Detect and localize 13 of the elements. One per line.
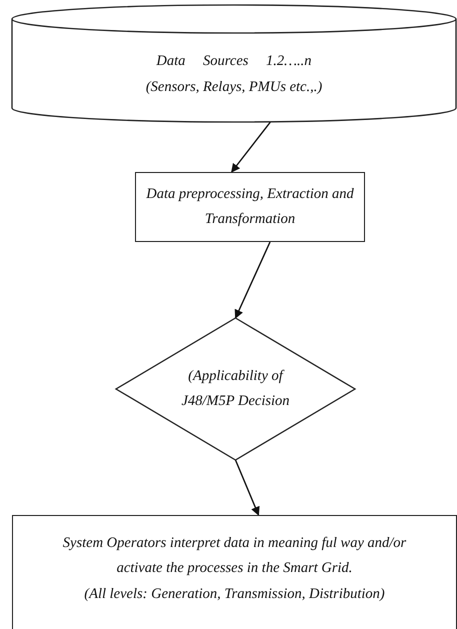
node-label: Data Sources 1.2…..n bbox=[156, 52, 312, 72]
node-label: Data preprocessing, Extraction and Transformation bbox=[145, 184, 355, 229]
node-label: System Operators interpret data in meaning ful way and/or activate the processes in the Smart Grid. bbox=[62, 534, 408, 578]
arrow bbox=[234, 460, 260, 516]
node-note: (Sensors, Relays, PMUs etc.,.) bbox=[146, 78, 322, 96]
node-label: (Applicability of J48/M5P Decision bbox=[180, 366, 291, 411]
arrow bbox=[234, 242, 271, 319]
process-box bbox=[135, 172, 365, 242]
process-box bbox=[12, 515, 457, 629]
data-source-cylinder bbox=[12, 5, 456, 122]
node-note: (All levels: Generation, Transmission, Distribution) bbox=[83, 584, 386, 604]
arrow bbox=[231, 122, 271, 173]
decision-diamond bbox=[116, 318, 355, 460]
